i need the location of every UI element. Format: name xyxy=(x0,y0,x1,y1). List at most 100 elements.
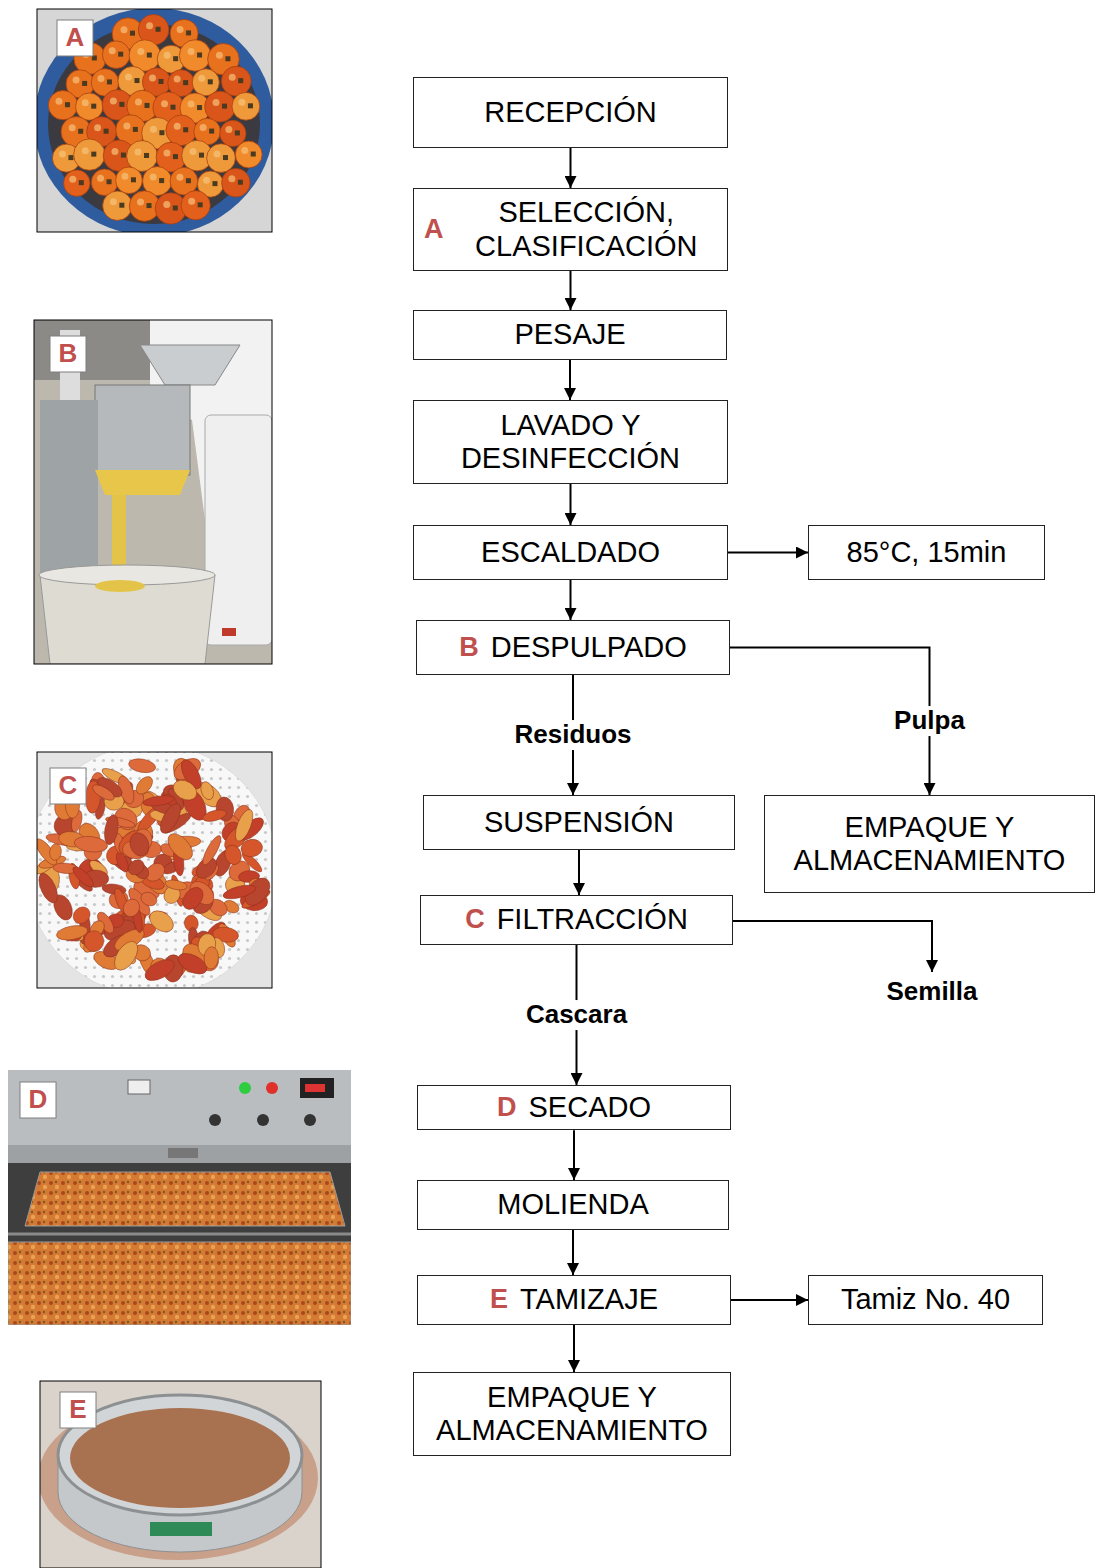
persimmon xyxy=(76,93,103,120)
dial xyxy=(257,1114,269,1126)
tag-box xyxy=(57,20,93,56)
step-label: EMPAQUE Y ALMACENAMIENTO xyxy=(424,1381,720,1448)
calyx xyxy=(118,52,123,57)
calyx xyxy=(223,155,228,160)
highlight xyxy=(149,74,156,81)
flake xyxy=(125,857,147,878)
dryer-photo xyxy=(8,1070,351,1325)
process-box: MOLIENDA xyxy=(417,1180,729,1230)
calyx xyxy=(173,205,178,210)
persimmon xyxy=(181,191,210,220)
sieve-label xyxy=(150,1522,212,1536)
sieve-photo xyxy=(40,1381,321,1568)
photo-frame xyxy=(40,1381,321,1568)
flow-arrow xyxy=(569,360,571,400)
flake xyxy=(200,833,224,867)
handle xyxy=(168,1148,198,1158)
tray xyxy=(8,1242,351,1325)
flake xyxy=(120,896,142,919)
highlight xyxy=(203,177,210,184)
flake xyxy=(232,807,257,843)
container xyxy=(205,415,272,645)
flake xyxy=(70,864,96,890)
display xyxy=(300,1078,334,1098)
highlight xyxy=(214,151,221,158)
fruit xyxy=(221,66,251,96)
calyx xyxy=(173,154,178,159)
flake xyxy=(90,782,116,803)
photo-frame xyxy=(37,9,272,232)
highlight xyxy=(174,123,181,130)
step-letter: E xyxy=(490,1284,508,1315)
persimmon xyxy=(48,91,77,120)
flake xyxy=(222,882,257,901)
highlight xyxy=(137,48,144,55)
step-label: RECEPCIÓN xyxy=(484,96,656,129)
tag-box xyxy=(50,768,86,804)
calyx xyxy=(186,30,191,35)
step-label: ESCALDADO xyxy=(481,536,660,569)
highlight xyxy=(163,150,170,157)
calyx xyxy=(147,53,152,58)
calyx xyxy=(209,129,214,134)
persimmon xyxy=(74,139,105,170)
process-box: ETAMIZAJE xyxy=(417,1275,731,1325)
highlight xyxy=(135,148,142,155)
tray xyxy=(25,1172,345,1226)
highlight xyxy=(228,175,235,182)
highlight xyxy=(111,148,118,155)
flow-arrow xyxy=(573,1130,575,1180)
calyx xyxy=(130,31,135,36)
fruit xyxy=(116,167,143,194)
flow-arrow xyxy=(731,1299,808,1301)
step-letter: A xyxy=(424,214,444,245)
flake xyxy=(70,904,94,928)
highlight xyxy=(59,151,66,158)
flake xyxy=(156,800,184,836)
powder xyxy=(70,1408,290,1508)
highlight xyxy=(69,124,76,131)
flake xyxy=(164,878,188,891)
calyx xyxy=(159,178,164,183)
highlight xyxy=(146,22,153,29)
highlight xyxy=(121,173,128,180)
photo-tag: E xyxy=(69,1395,86,1425)
switch xyxy=(128,1080,150,1094)
persimmons xyxy=(48,14,262,224)
calyx xyxy=(235,130,240,135)
flake xyxy=(37,871,61,906)
calyx xyxy=(104,129,109,134)
highlight xyxy=(238,99,245,106)
flow-arrow xyxy=(578,850,580,895)
highlight xyxy=(82,147,89,154)
persimmon xyxy=(103,191,132,220)
colander xyxy=(37,752,272,988)
calyx xyxy=(147,203,152,208)
highlight xyxy=(200,124,207,131)
persimmon xyxy=(179,40,210,71)
process-box: SUSPENSIÓN xyxy=(423,795,735,850)
persimmon xyxy=(116,167,143,194)
step-label: EMPAQUE Y ALMACENAMIENTO xyxy=(780,811,1080,878)
calyx xyxy=(159,130,164,135)
fruit xyxy=(179,40,210,71)
highlight xyxy=(174,76,181,83)
persimmon xyxy=(102,41,130,69)
fruit xyxy=(235,141,262,168)
calyx xyxy=(79,180,84,185)
highlight xyxy=(73,76,80,83)
calyx xyxy=(131,177,136,182)
fruit xyxy=(102,41,130,69)
highlight xyxy=(110,198,117,205)
highlight xyxy=(188,101,195,108)
calyx xyxy=(156,27,161,32)
fruit xyxy=(181,191,210,220)
calyx xyxy=(186,178,191,183)
green-lamp xyxy=(239,1082,251,1094)
persimmon xyxy=(207,144,236,173)
flow-arrow xyxy=(573,1325,575,1372)
highlight xyxy=(109,47,116,54)
flake xyxy=(222,843,244,867)
calyx xyxy=(197,105,202,110)
calyx xyxy=(91,152,96,157)
